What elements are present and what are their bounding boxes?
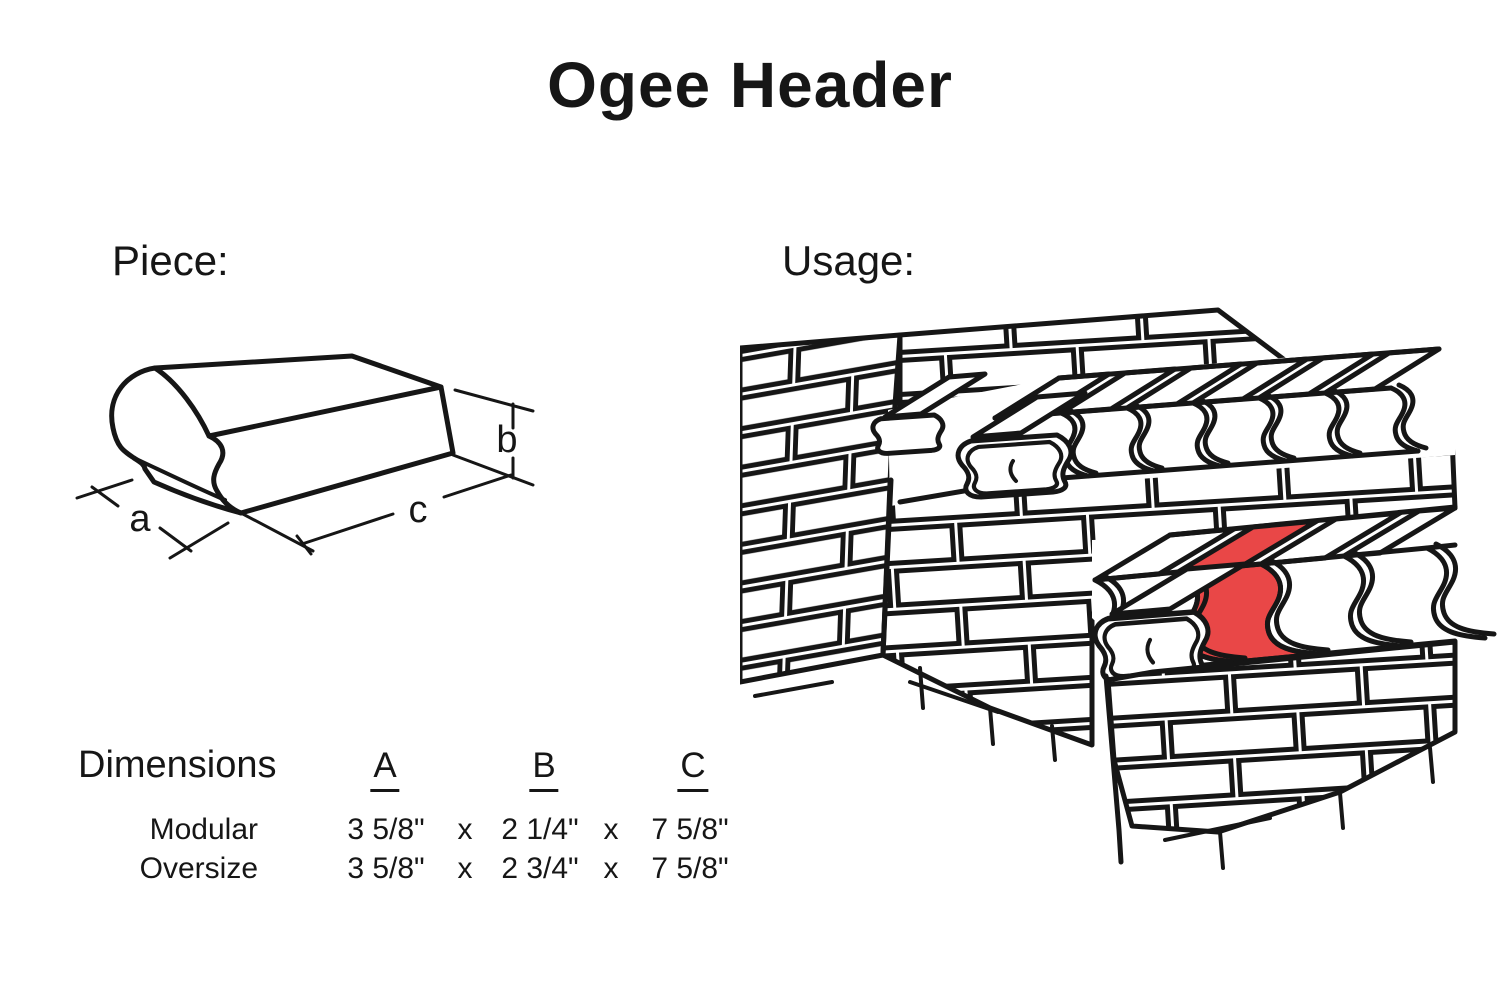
modular-dim-c: 7 5/8"	[651, 813, 729, 846]
lower-cap-front-edge	[1092, 542, 1458, 583]
modular-dim-b: 2 1/4"	[501, 813, 579, 846]
shoulder-edge	[206, 384, 444, 439]
piece-illustration: a b c	[75, 353, 535, 560]
lower-tier-front-face	[1105, 639, 1458, 835]
upper-corner-ogee-2	[873, 415, 943, 453]
upper-vase-strip-1	[970, 390, 1088, 440]
fadeout-strokes	[753, 666, 1435, 870]
column-header-b: B	[529, 746, 559, 792]
upper-cap-front-edge	[992, 385, 1394, 421]
usage-illustration	[740, 307, 1500, 870]
dimension-b-label: b	[496, 419, 517, 461]
dimension-c-lines	[239, 473, 513, 556]
oversize-dim-a: 3 5/8"	[347, 852, 425, 885]
modular-dim-a: 3 5/8"	[347, 813, 425, 846]
separator-x: x	[603, 852, 619, 885]
lower-corner-edge	[1103, 673, 1124, 865]
lower-vase-strip	[1109, 561, 1248, 617]
ogee-brick-outline	[109, 353, 456, 516]
row-label-modular: Modular	[149, 813, 258, 846]
separator-x: x	[603, 813, 619, 846]
dimension-b-lines	[451, 388, 535, 487]
separator-x: x	[457, 813, 473, 846]
page-title: Ogee Header	[547, 49, 953, 121]
piece-section-label: Piece:	[112, 237, 229, 284]
left-wall-face	[740, 332, 903, 685]
lower-corner-ogee	[1095, 612, 1208, 681]
lip-edge	[132, 456, 227, 502]
separator-x: x	[457, 852, 473, 885]
upper-corner-edge	[880, 477, 894, 658]
usage-section-label: Usage:	[782, 237, 916, 284]
upper-corner-ogee-1	[958, 435, 1071, 497]
dimensions-heading: Dimensions	[78, 744, 277, 786]
column-header-a: A	[370, 746, 400, 792]
dimension-a-lines	[75, 478, 230, 560]
row-label-oversize: Oversize	[139, 852, 258, 885]
column-header-c: C	[677, 746, 709, 792]
dimension-c-label: c	[409, 489, 428, 531]
oversize-dim-b: 2 3/4"	[501, 852, 579, 885]
upper-cap-back-edge	[1056, 346, 1442, 381]
dimension-a-label: a	[129, 498, 151, 540]
oversize-dim-c: 7 5/8"	[651, 852, 729, 885]
